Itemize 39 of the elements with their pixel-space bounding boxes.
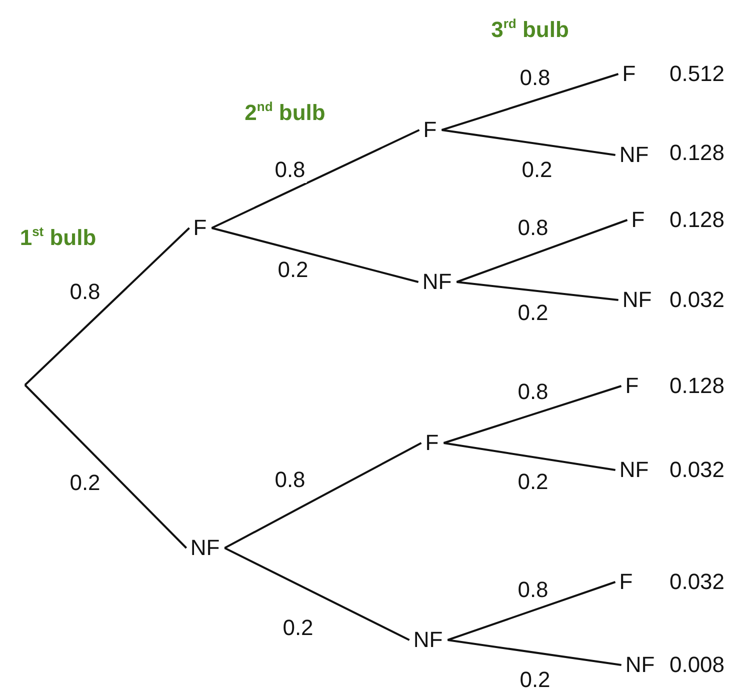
branch-line [441,73,619,131]
level-heading: 2$^{nd}$ bulb [244,100,326,126]
outcome-label: NF [413,628,443,652]
probability-value: 0.128 [669,373,725,399]
probability-value: 0.512 [669,61,725,87]
outcome-label: NF [422,270,452,294]
outcome-label: F [625,374,639,398]
outcome-label: NF [190,536,220,560]
branch-line [24,384,188,549]
outcome-label: NF [619,458,649,482]
probability-value: 0.128 [669,207,725,233]
branch-line [456,281,618,301]
outcome-label: NF [619,142,649,168]
probability-value: 0.008 [669,652,725,678]
branch-line [444,442,616,471]
branch-line [224,547,410,641]
branch-line [224,442,422,549]
outcome-label: NF [622,288,652,312]
outcome-label: F [425,430,439,456]
outcome-label: F [619,570,633,594]
outcome-label: F [193,216,207,240]
branch-line [443,385,622,444]
level-heading: 1$^{st}$ bulb [20,225,96,251]
branch-line [211,129,420,229]
probability-value: 0.032 [669,569,725,595]
branch-line [456,219,628,283]
probability-value: 0.128 [669,140,725,166]
outcome-label: NF [625,652,655,678]
outcome-label: F [423,118,437,142]
branch-line [447,581,616,641]
level-heading: 3$^{rd}$ bulb [491,17,569,43]
branch-line [211,227,419,283]
probability-value: 0.032 [669,287,725,313]
branch-line [24,227,190,386]
branch-line [442,129,616,156]
branch-line [448,639,622,666]
outcome-label: F [631,208,645,232]
probability-value: 0.032 [669,457,725,483]
outcome-label: F [622,62,636,86]
